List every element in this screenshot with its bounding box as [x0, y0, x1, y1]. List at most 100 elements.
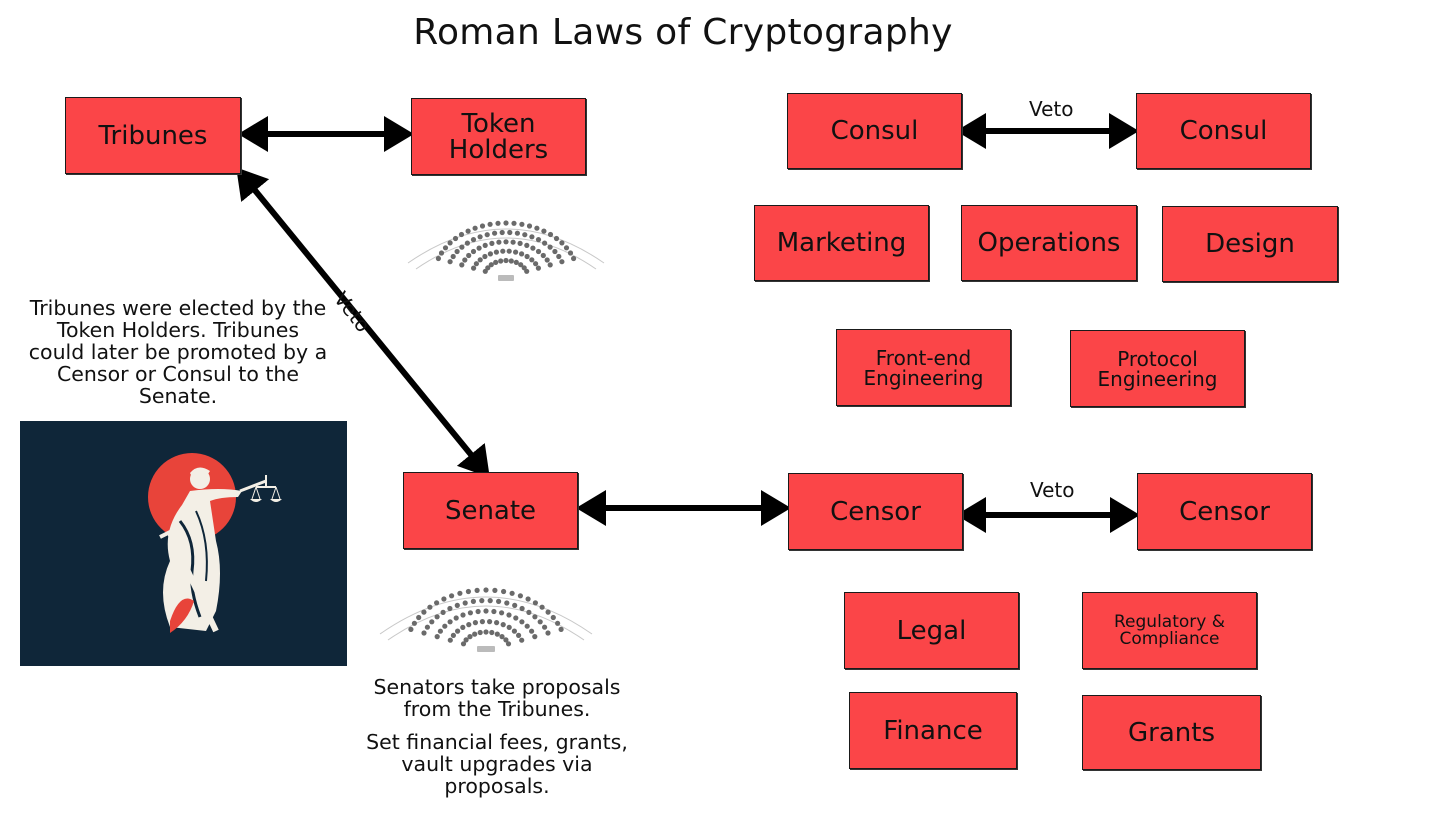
chamber-seat	[517, 240, 523, 246]
chamber-seat	[503, 220, 509, 226]
chamber-seat	[479, 598, 485, 604]
protocol-engineering-box: Protocol Engineering	[1070, 330, 1245, 407]
marketing-box: Marketing	[754, 205, 929, 281]
chamber-seat	[459, 244, 465, 250]
chamber-seat	[450, 253, 456, 260]
chamber-seat	[462, 600, 468, 606]
chamber-seat	[532, 600, 538, 606]
chamber-seat	[513, 249, 519, 255]
chamber-seat	[484, 232, 490, 238]
tribunes-note: Tribunes were elected by the Token Holde…	[28, 296, 328, 408]
chamber-seat	[487, 619, 493, 625]
chamber-seat	[421, 630, 427, 636]
chamber-seat	[440, 609, 446, 615]
chamber-seat	[500, 622, 506, 628]
chamber-seat	[509, 590, 515, 596]
chamber-seat	[411, 620, 417, 626]
chamber-seat	[493, 249, 499, 255]
chamber-seat	[437, 628, 443, 634]
chamber-seat	[516, 632, 522, 638]
chamber-seat	[470, 248, 477, 255]
chamber-seat	[519, 221, 525, 227]
chamber-seat	[447, 637, 453, 643]
chamber-seat	[434, 634, 440, 640]
chamber-seat	[519, 605, 525, 612]
chamber-seat	[542, 624, 548, 630]
chamber-seat	[506, 624, 512, 630]
chamber-seat	[524, 623, 530, 629]
chamber-seat	[476, 245, 482, 251]
chamber-seat	[540, 252, 546, 259]
regulatory-compliance-label: Regulatory & Compliance	[1114, 611, 1225, 649]
chamber-seat	[441, 596, 447, 602]
tribunes-senate-arrow	[236, 167, 490, 478]
chamber-seat	[500, 248, 506, 254]
token-holders-box: Token Holders	[411, 98, 586, 175]
chamber-seat	[532, 614, 538, 620]
chamber-seat	[494, 620, 500, 626]
parliament-chamber-icon	[407, 220, 605, 281]
chamber-seat	[535, 265, 541, 271]
legal-box: Legal	[844, 592, 1019, 669]
chamber-seat	[416, 614, 422, 621]
chamber-seat	[567, 250, 574, 256]
chamber-seat	[559, 240, 565, 246]
chamber-seat	[434, 600, 440, 606]
chamber-seat	[519, 251, 525, 257]
chamber-seat	[513, 259, 519, 265]
frontend-engineering-label: Front-end Engineering	[863, 345, 984, 390]
chamber-seat	[525, 596, 531, 602]
chamber-seat	[475, 608, 481, 615]
chamber-seat	[485, 265, 491, 271]
chamber-seat	[452, 235, 459, 242]
censor-right-label: Censor	[1179, 496, 1270, 527]
chamber-seat	[550, 614, 556, 621]
chamber-seat	[519, 619, 525, 625]
chamber-seat	[534, 225, 540, 231]
chamber-seat	[496, 239, 502, 245]
chamber-seat	[454, 248, 460, 255]
chamber-seat	[477, 257, 483, 263]
grants-box: Grants	[1082, 695, 1261, 770]
chamber-seat	[483, 587, 489, 593]
chamber-seat	[499, 634, 505, 640]
chamber-seat	[547, 244, 553, 250]
chamber-seat	[487, 598, 493, 604]
chamber-seat	[482, 242, 488, 248]
chamber-seat	[466, 252, 472, 259]
chamber-seat	[493, 259, 499, 265]
chamber-seat	[519, 637, 525, 643]
chamber-seat	[474, 587, 480, 593]
chamber-seat	[558, 626, 564, 632]
grants-label: Grants	[1128, 717, 1215, 748]
chamber-seat	[447, 605, 453, 612]
consul-left-label: Consul	[830, 116, 919, 146]
regulatory-compliance-box: Regulatory & Compliance	[1082, 592, 1257, 669]
chamber-seat	[450, 632, 456, 638]
chamber-seat	[533, 261, 539, 267]
chamber-seat	[442, 623, 448, 629]
chamber-seat	[512, 602, 518, 608]
chamber-seat	[447, 619, 453, 625]
senate-label: Senate	[444, 495, 537, 526]
chamber-seat	[466, 622, 472, 628]
chamber-seat	[479, 223, 486, 229]
chamber-seat	[517, 593, 523, 599]
chamber-seat	[470, 598, 476, 604]
chamber-seat	[529, 257, 535, 263]
chamber-seat	[507, 229, 513, 236]
chamber-seat	[542, 240, 548, 246]
consul-right-label: Consul	[1179, 116, 1268, 146]
chamber-seat	[529, 234, 535, 240]
censor-left-label: Censor	[830, 496, 921, 527]
chamber-seat	[489, 629, 495, 636]
chamber-seat	[449, 593, 455, 599]
chamber-seat	[537, 619, 543, 625]
chamber-seat	[424, 624, 430, 630]
consul-left-box: Consul	[787, 93, 962, 169]
chamber-seat	[503, 257, 509, 264]
chamber-seat	[522, 232, 528, 238]
chamber-seat	[529, 628, 535, 634]
chamber-seat	[434, 614, 440, 620]
chamber-seat	[547, 231, 554, 238]
